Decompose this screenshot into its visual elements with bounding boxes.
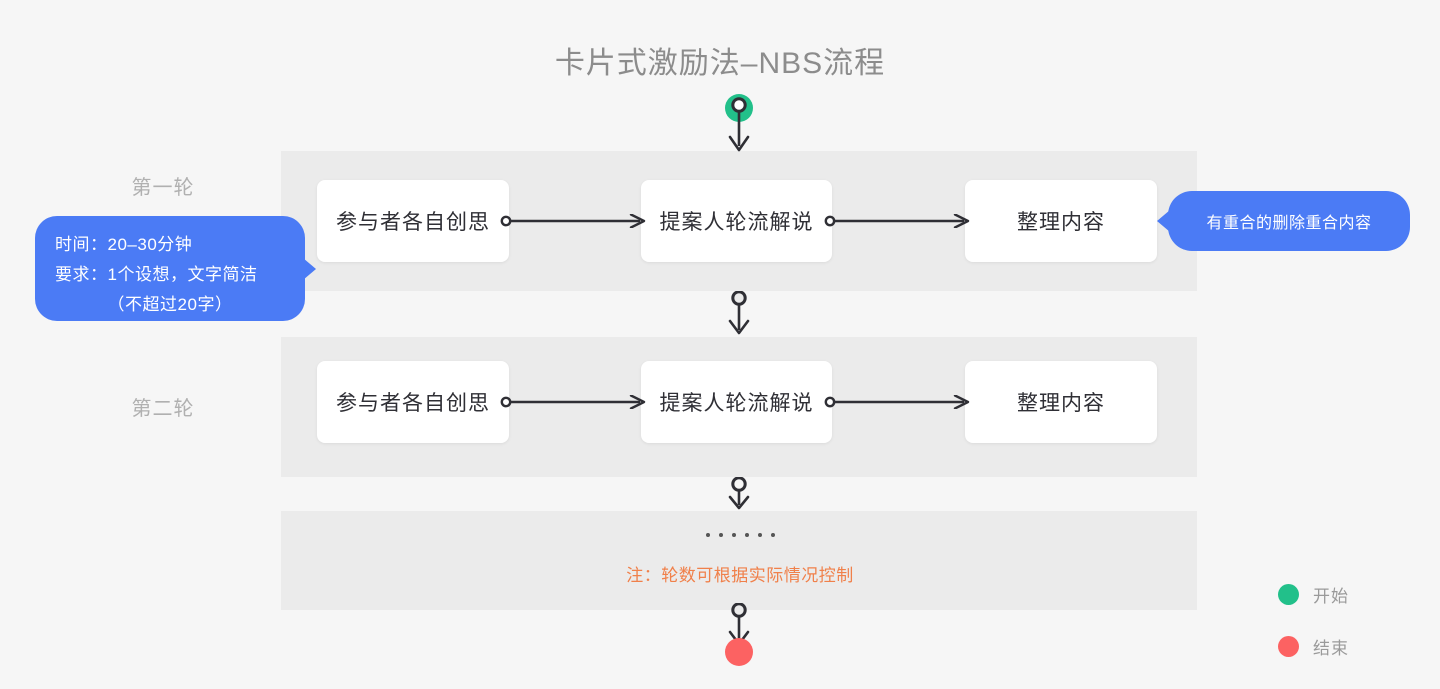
process-box-round1-step1[interactable]: 参与者各自创思 (317, 180, 509, 262)
arrow-round1-step1-to-step2 (500, 214, 650, 228)
legend-item-end: 结束 (1278, 634, 1349, 659)
end-node (725, 638, 753, 666)
callout-right-text: 有重合的删除重合内容 (1206, 215, 1372, 232)
callout-dedupe-note: 有重合的删除重合内容 (1157, 191, 1410, 251)
callout-tail-icon (1157, 210, 1170, 232)
arrow-round2-step1-to-step2 (500, 395, 650, 409)
callout-left-line-3: （不超过20字） (107, 295, 233, 314)
round-label-2: 第二轮 (131, 398, 195, 420)
arrow-round2-to-continuation (722, 477, 756, 511)
legend-item-start: 开始 (1278, 582, 1349, 607)
process-box-round2-step2[interactable]: 提案人轮流解说 (641, 361, 832, 443)
arrow-start-to-round1 (722, 96, 756, 154)
process-box-round1-step2[interactable]: 提案人轮流解说 (641, 180, 832, 262)
continuation-note: 注：轮数可根据实际情况控制 (626, 566, 854, 585)
arrow-round1-step2-to-step3 (824, 214, 974, 228)
process-box-round1-step3[interactable]: 整理内容 (965, 180, 1157, 262)
round-label-1: 第一轮 (131, 177, 195, 199)
callout-left-line-2: 要求：1个设想，文字简洁 (55, 265, 258, 284)
callout-tail-icon (303, 258, 316, 280)
legend-start-label: 开始 (1313, 587, 1349, 606)
arrow-round2-step2-to-step3 (824, 395, 974, 409)
legend-end-swatch-icon (1278, 636, 1299, 657)
ellipsis-dots-icon (640, 533, 840, 537)
process-box-round2-step1[interactable]: 参与者各自创思 (317, 361, 509, 443)
callout-left-line-1: 时间：20–30分钟 (55, 235, 193, 254)
legend-end-label: 结束 (1313, 639, 1349, 658)
legend-start-swatch-icon (1278, 584, 1299, 605)
arrow-round1-to-round2 (722, 291, 756, 337)
continuation-band (281, 511, 1197, 610)
process-box-round2-step3[interactable]: 整理内容 (965, 361, 1157, 443)
page-title: 卡片式激励法–NBS流程 (554, 47, 886, 80)
callout-round1-requirements: 时间：20–30分钟 要求：1个设想，文字简洁 （不超过20字） (35, 216, 316, 321)
